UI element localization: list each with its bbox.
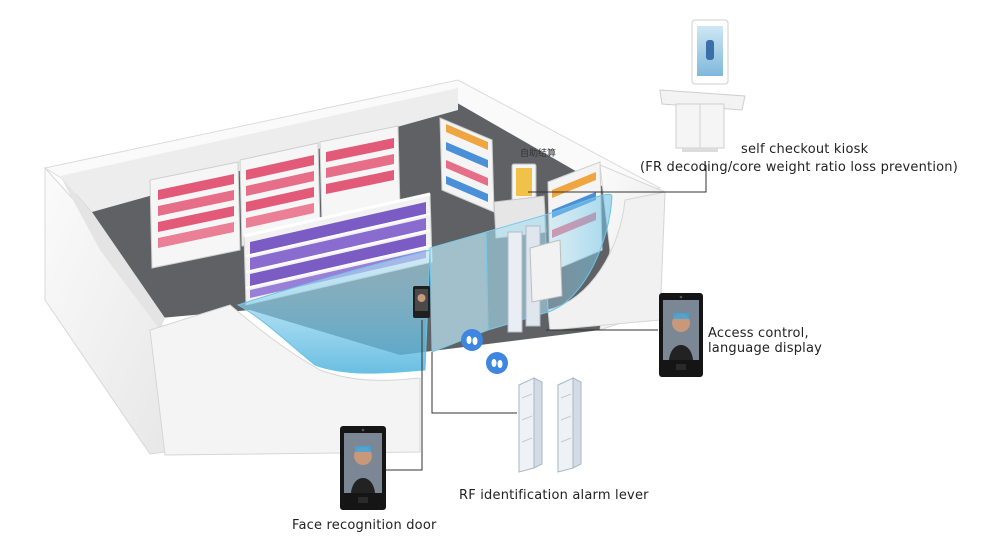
- access-label-line2: language display: [708, 341, 823, 356]
- access-control-label: Access control, language display: [708, 326, 822, 356]
- in-store-rf-poles: [507, 225, 563, 333]
- kiosk-title-label: self checkout kiosk: [741, 142, 869, 157]
- floor-footprint-icons: [461, 329, 508, 374]
- store-sign-text: 自助结算: [520, 147, 556, 159]
- red-shelf-unit-2: [239, 142, 321, 247]
- purple-shelves: [243, 192, 433, 306]
- leader-rf: [431, 352, 517, 414]
- rf-alarm-label: RF identification alarm lever: [459, 488, 649, 503]
- red-shelf-unit-1: [149, 161, 241, 269]
- leader-face: [386, 320, 423, 471]
- gate-face-terminal: [413, 286, 430, 318]
- left-ledge: [60, 176, 165, 330]
- leader-kiosk: [528, 165, 707, 193]
- glass-wall-left: [236, 249, 431, 374]
- self-checkout-kiosk: [659, 19, 746, 152]
- leader-lines: [386, 165, 707, 471]
- access-control-terminal: [659, 293, 703, 377]
- front-left-wall: [149, 304, 421, 456]
- front-right-wall: [547, 191, 666, 331]
- access-label-line1: Access control,: [708, 326, 809, 341]
- face-recognition-terminal: [340, 426, 386, 510]
- kiosk-subtitle-label: (FR decoding/core weight ratio loss prev…: [640, 160, 959, 175]
- rf-alarm-gates: [518, 377, 582, 473]
- in-store-kiosk: 自助结算: [493, 147, 556, 239]
- red-shelves: [149, 125, 401, 269]
- face-door-label: Face recognition door: [292, 518, 437, 533]
